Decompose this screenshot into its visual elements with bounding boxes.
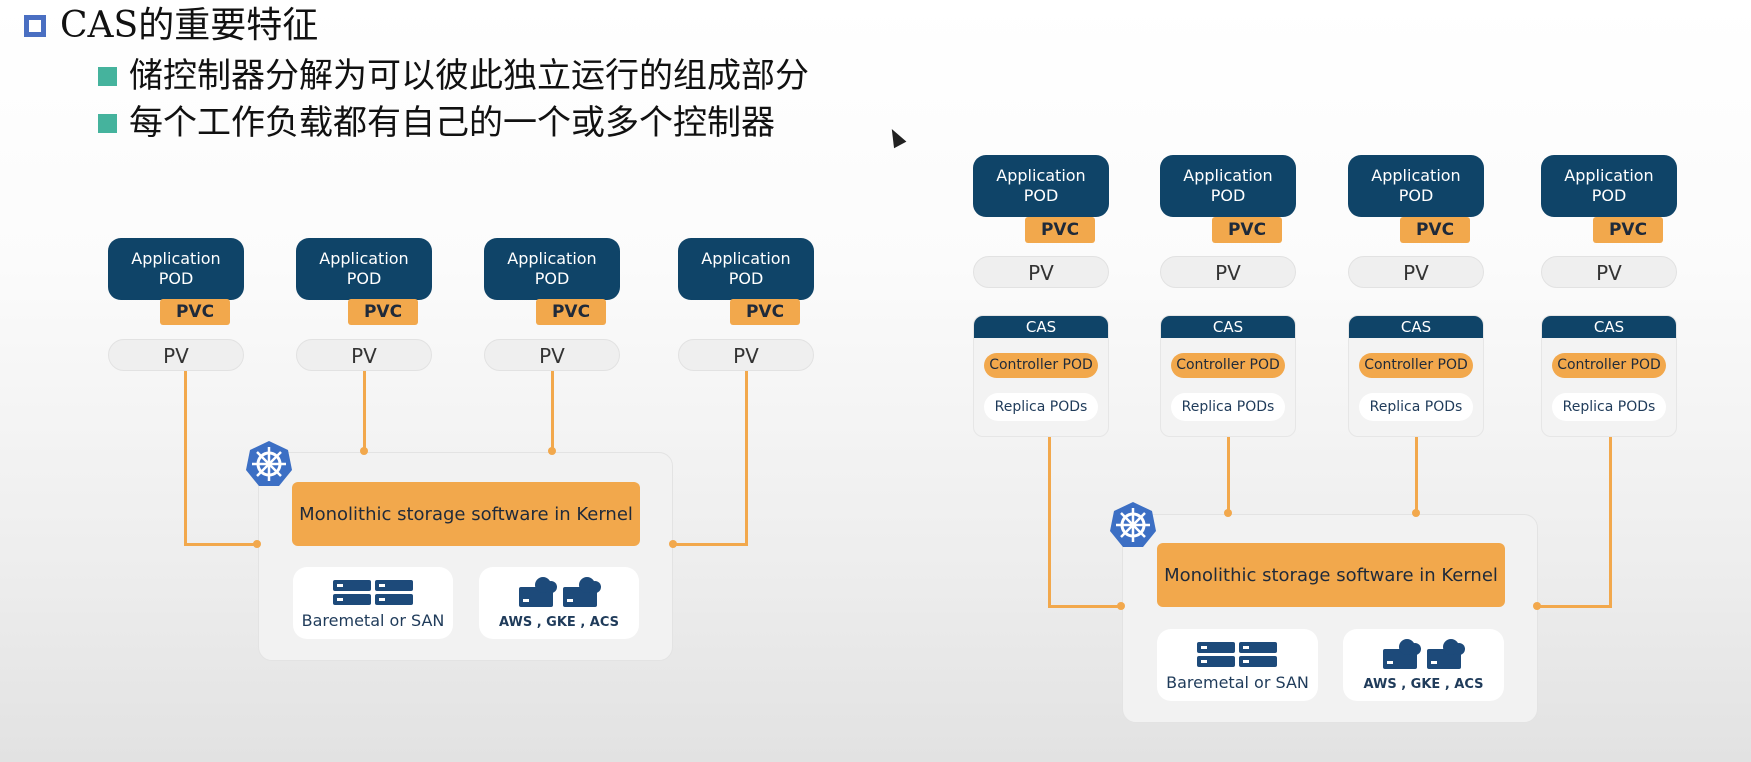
monolithic-storage-box: Monolithic storage software in Kernel xyxy=(1157,543,1505,607)
baremetal-storage: Baremetal or SAN xyxy=(1157,629,1318,701)
baremetal-label: Baremetal or SAN xyxy=(1166,673,1309,692)
cas-header: CAS xyxy=(974,316,1108,338)
bullet-item-2: 每个工作负载都有自己的一个或多个控制器 xyxy=(98,100,775,146)
pv-label: PV xyxy=(484,339,620,371)
application-pod: Application POD xyxy=(484,238,620,300)
controller-pod: Controller POD xyxy=(1171,353,1285,378)
application-pod: Application POD xyxy=(296,238,432,300)
title-text: CAS的重要特征 xyxy=(60,5,319,46)
pvc-label: PVC xyxy=(536,299,606,325)
bullet-square-icon xyxy=(98,66,117,86)
kubernetes-icon xyxy=(1110,502,1156,547)
pvc-label: PVC xyxy=(348,299,418,325)
cas-header: CAS xyxy=(1349,316,1483,338)
pv-label: PV xyxy=(296,339,432,371)
replica-pods: Replica PODs xyxy=(1171,393,1285,421)
baremetal-label: Baremetal or SAN xyxy=(301,611,445,630)
cas-unit: CAS Controller POD Replica PODs xyxy=(1541,315,1677,437)
pv-label: PV xyxy=(1160,256,1296,288)
cas-header: CAS xyxy=(1161,316,1295,338)
cas-header: CAS xyxy=(1542,316,1676,338)
cloud-storage: AWS , GKE , ACS xyxy=(479,567,639,639)
pvc-label: PVC xyxy=(1025,217,1095,243)
pv-label: PV xyxy=(108,339,244,371)
pv-label: PV xyxy=(1348,256,1484,288)
pvc-label: PVC xyxy=(1593,217,1663,243)
pvc-label: PVC xyxy=(730,299,800,325)
cloud-label: AWS , GKE , ACS xyxy=(1363,677,1484,692)
bullet-square-icon xyxy=(98,113,117,133)
controller-pod: Controller POD xyxy=(1359,353,1473,378)
replica-pods: Replica PODs xyxy=(1552,393,1666,421)
application-pod: Application POD xyxy=(1541,155,1677,217)
pvc-label: PVC xyxy=(1212,217,1282,243)
controller-pod: Controller POD xyxy=(984,353,1098,378)
slide-title: CAS的重要特征 xyxy=(24,2,318,50)
cloud-server-icon xyxy=(1383,639,1465,669)
application-pod: Application POD xyxy=(1348,155,1484,217)
server-rack-icon xyxy=(1197,642,1277,667)
replica-pods: Replica PODs xyxy=(1359,393,1473,421)
controller-pod: Controller POD xyxy=(1552,353,1666,378)
application-pod: Application POD xyxy=(108,238,244,300)
cas-unit: CAS Controller POD Replica PODs xyxy=(1348,315,1484,437)
cas-unit: CAS Controller POD Replica PODs xyxy=(973,315,1109,437)
server-rack-icon xyxy=(333,580,413,605)
cloud-server-icon xyxy=(519,577,601,607)
pv-label: PV xyxy=(973,256,1109,288)
baremetal-storage: Baremetal or SAN xyxy=(293,567,453,639)
bullet-text-2: 每个工作负载都有自己的一个或多个控制器 xyxy=(129,103,775,143)
pvc-label: PVC xyxy=(1400,217,1470,243)
application-pod: Application POD xyxy=(973,155,1109,217)
cloud-label: AWS , GKE , ACS xyxy=(499,615,619,630)
kubernetes-icon xyxy=(246,441,292,486)
pvc-label: PVC xyxy=(160,299,230,325)
pv-label: PV xyxy=(1541,256,1677,288)
cas-unit: CAS Controller POD Replica PODs xyxy=(1160,315,1296,437)
application-pod: Application POD xyxy=(678,238,814,300)
application-pod: Application POD xyxy=(1160,155,1296,217)
cloud-storage: AWS , GKE , ACS xyxy=(1343,629,1504,701)
title-checkbox-icon xyxy=(24,15,46,37)
monolithic-storage-box: Monolithic storage software in Kernel xyxy=(292,482,640,546)
bullet-item-1: 储控制器分解为可以彼此独立运行的组成部分 xyxy=(98,53,809,99)
bullet-text-1: 储控制器分解为可以彼此独立运行的组成部分 xyxy=(129,56,809,96)
pv-label: PV xyxy=(678,339,814,371)
replica-pods: Replica PODs xyxy=(984,393,1098,421)
